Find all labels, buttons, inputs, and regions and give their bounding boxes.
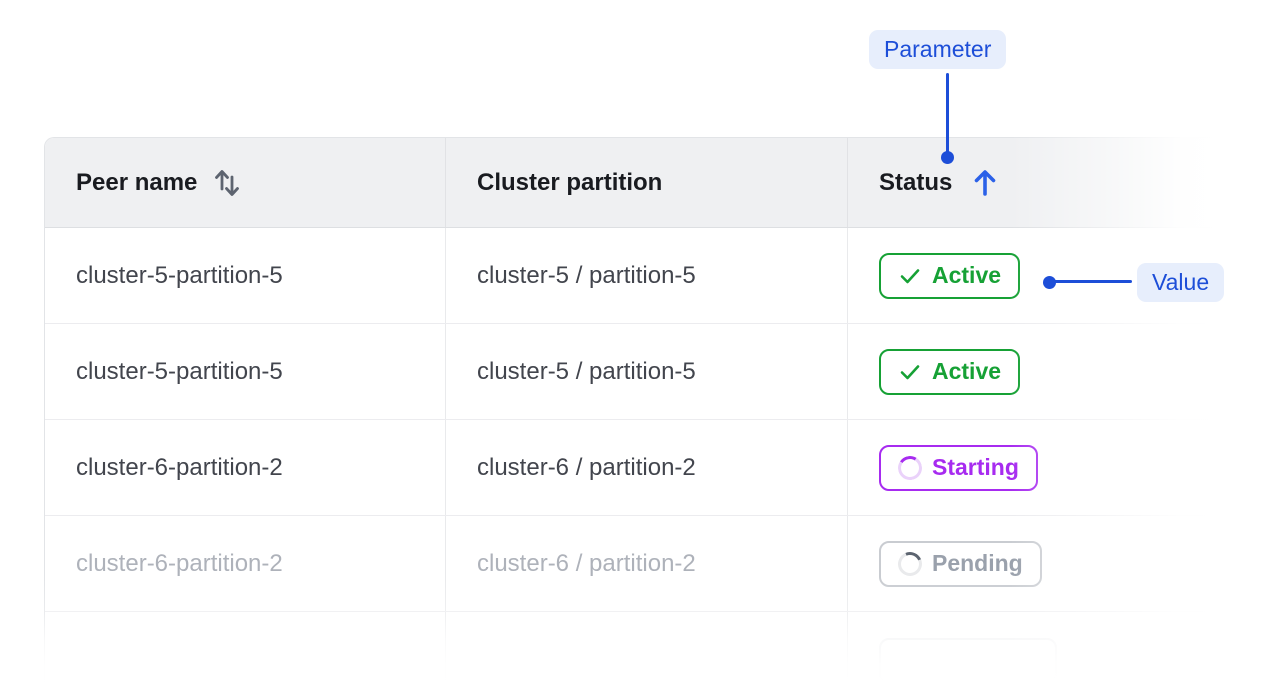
cell-cluster-partition: cluster-6 / partition-2 <box>446 420 848 515</box>
column-header-peer-name[interactable]: Peer name <box>45 138 446 227</box>
cell-peer-name: cluster-6-partition-2 <box>45 420 446 515</box>
cell-cluster-partition: cluster-5 / partition-5 <box>446 324 848 419</box>
sort-up-down-icon <box>215 169 240 196</box>
table-row <box>45 612 1243 688</box>
cell-status <box>848 612 1243 688</box>
value-callout: Value <box>1137 263 1225 302</box>
status-badge-ghost <box>879 638 1057 684</box>
check-icon <box>900 268 920 283</box>
column-header-status-label: Status <box>879 168 953 196</box>
value-connector-dot <box>1043 276 1056 289</box>
status-badge-active: Active <box>879 348 1021 395</box>
column-header-cluster-partition[interactable]: Cluster partition <box>446 138 848 227</box>
spinner-icon <box>895 453 925 482</box>
status-label: Active <box>932 358 1002 384</box>
parameter-callout-label: Parameter <box>884 36 992 62</box>
status-label: Pending <box>932 550 1023 576</box>
sort-ascending-icon <box>975 169 996 196</box>
parameter-connector-line <box>946 73 949 153</box>
spinner-icon <box>894 547 926 580</box>
cell-cluster-partition: cluster-5 / partition-5 <box>446 228 848 323</box>
value-connector-line <box>1051 280 1132 283</box>
column-header-peer-name-label: Peer name <box>76 168 198 196</box>
cell-status: Active <box>848 228 1243 323</box>
check-icon <box>900 364 920 379</box>
parameter-connector-dot <box>941 151 954 164</box>
status-badge-starting: Starting <box>879 444 1038 491</box>
cell-peer-name: cluster-6-partition-2 <box>45 516 446 611</box>
column-header-status[interactable]: Status <box>848 138 1243 227</box>
column-header-cluster-partition-label: Cluster partition <box>477 168 663 196</box>
cell-status: Pending <box>848 516 1243 611</box>
status-label: Starting <box>932 454 1019 480</box>
table-row: cluster-5-partition-5 cluster-5 / partit… <box>45 228 1243 324</box>
cell-cluster-partition <box>446 612 848 688</box>
table-header-row: Peer name Cluster partition Status <box>45 138 1243 228</box>
parameter-callout: Parameter <box>869 30 1007 69</box>
cell-peer-name <box>45 612 446 688</box>
table-row: cluster-5-partition-5 cluster-5 / partit… <box>45 324 1243 420</box>
value-callout-label: Value <box>1152 269 1210 295</box>
cell-status: Starting <box>848 420 1243 515</box>
table-row: cluster-6-partition-2 cluster-6 / partit… <box>45 420 1243 516</box>
cell-peer-name: cluster-5-partition-5 <box>45 324 446 419</box>
cell-peer-name: cluster-5-partition-5 <box>45 228 446 323</box>
status-label: Active <box>932 262 1002 288</box>
status-badge-pending: Pending <box>879 540 1042 587</box>
cell-status: Active <box>848 324 1243 419</box>
peers-table: Peer name Cluster partition Status clust… <box>44 137 1244 688</box>
table-row: cluster-6-partition-2 cluster-6 / partit… <box>45 516 1243 612</box>
cell-cluster-partition: cluster-6 / partition-2 <box>446 516 848 611</box>
status-badge-active: Active <box>879 252 1021 299</box>
